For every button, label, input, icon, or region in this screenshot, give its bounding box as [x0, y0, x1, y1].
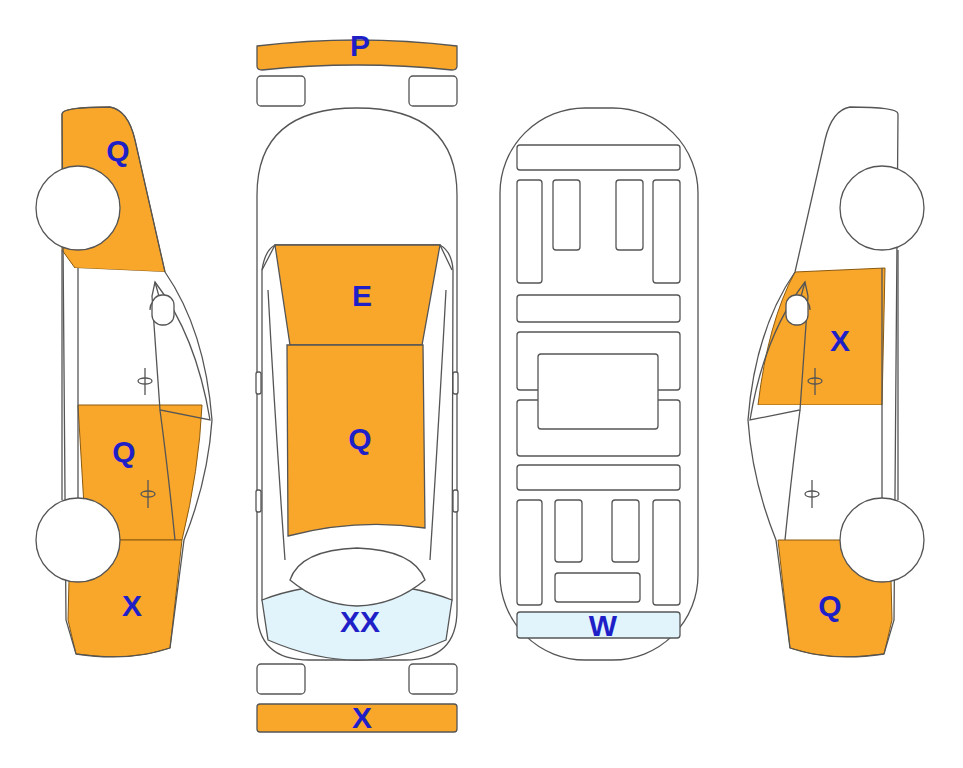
damage-code: W: [589, 611, 617, 641]
right-side: [748, 107, 924, 657]
damage-code: Q: [818, 591, 841, 621]
damage-code: P: [350, 31, 370, 61]
damage-code: X: [352, 703, 372, 733]
damage-code: Q: [106, 136, 129, 166]
damage-code: X: [122, 591, 142, 621]
damage-code: XX: [340, 607, 380, 637]
damage-code: E: [352, 281, 372, 311]
left-side: [36, 107, 212, 657]
damage-code: X: [830, 326, 850, 356]
damage-code: Q: [112, 437, 135, 467]
damage-code: Q: [348, 424, 371, 454]
underbody-view: [500, 108, 698, 660]
top-view: [256, 40, 458, 732]
